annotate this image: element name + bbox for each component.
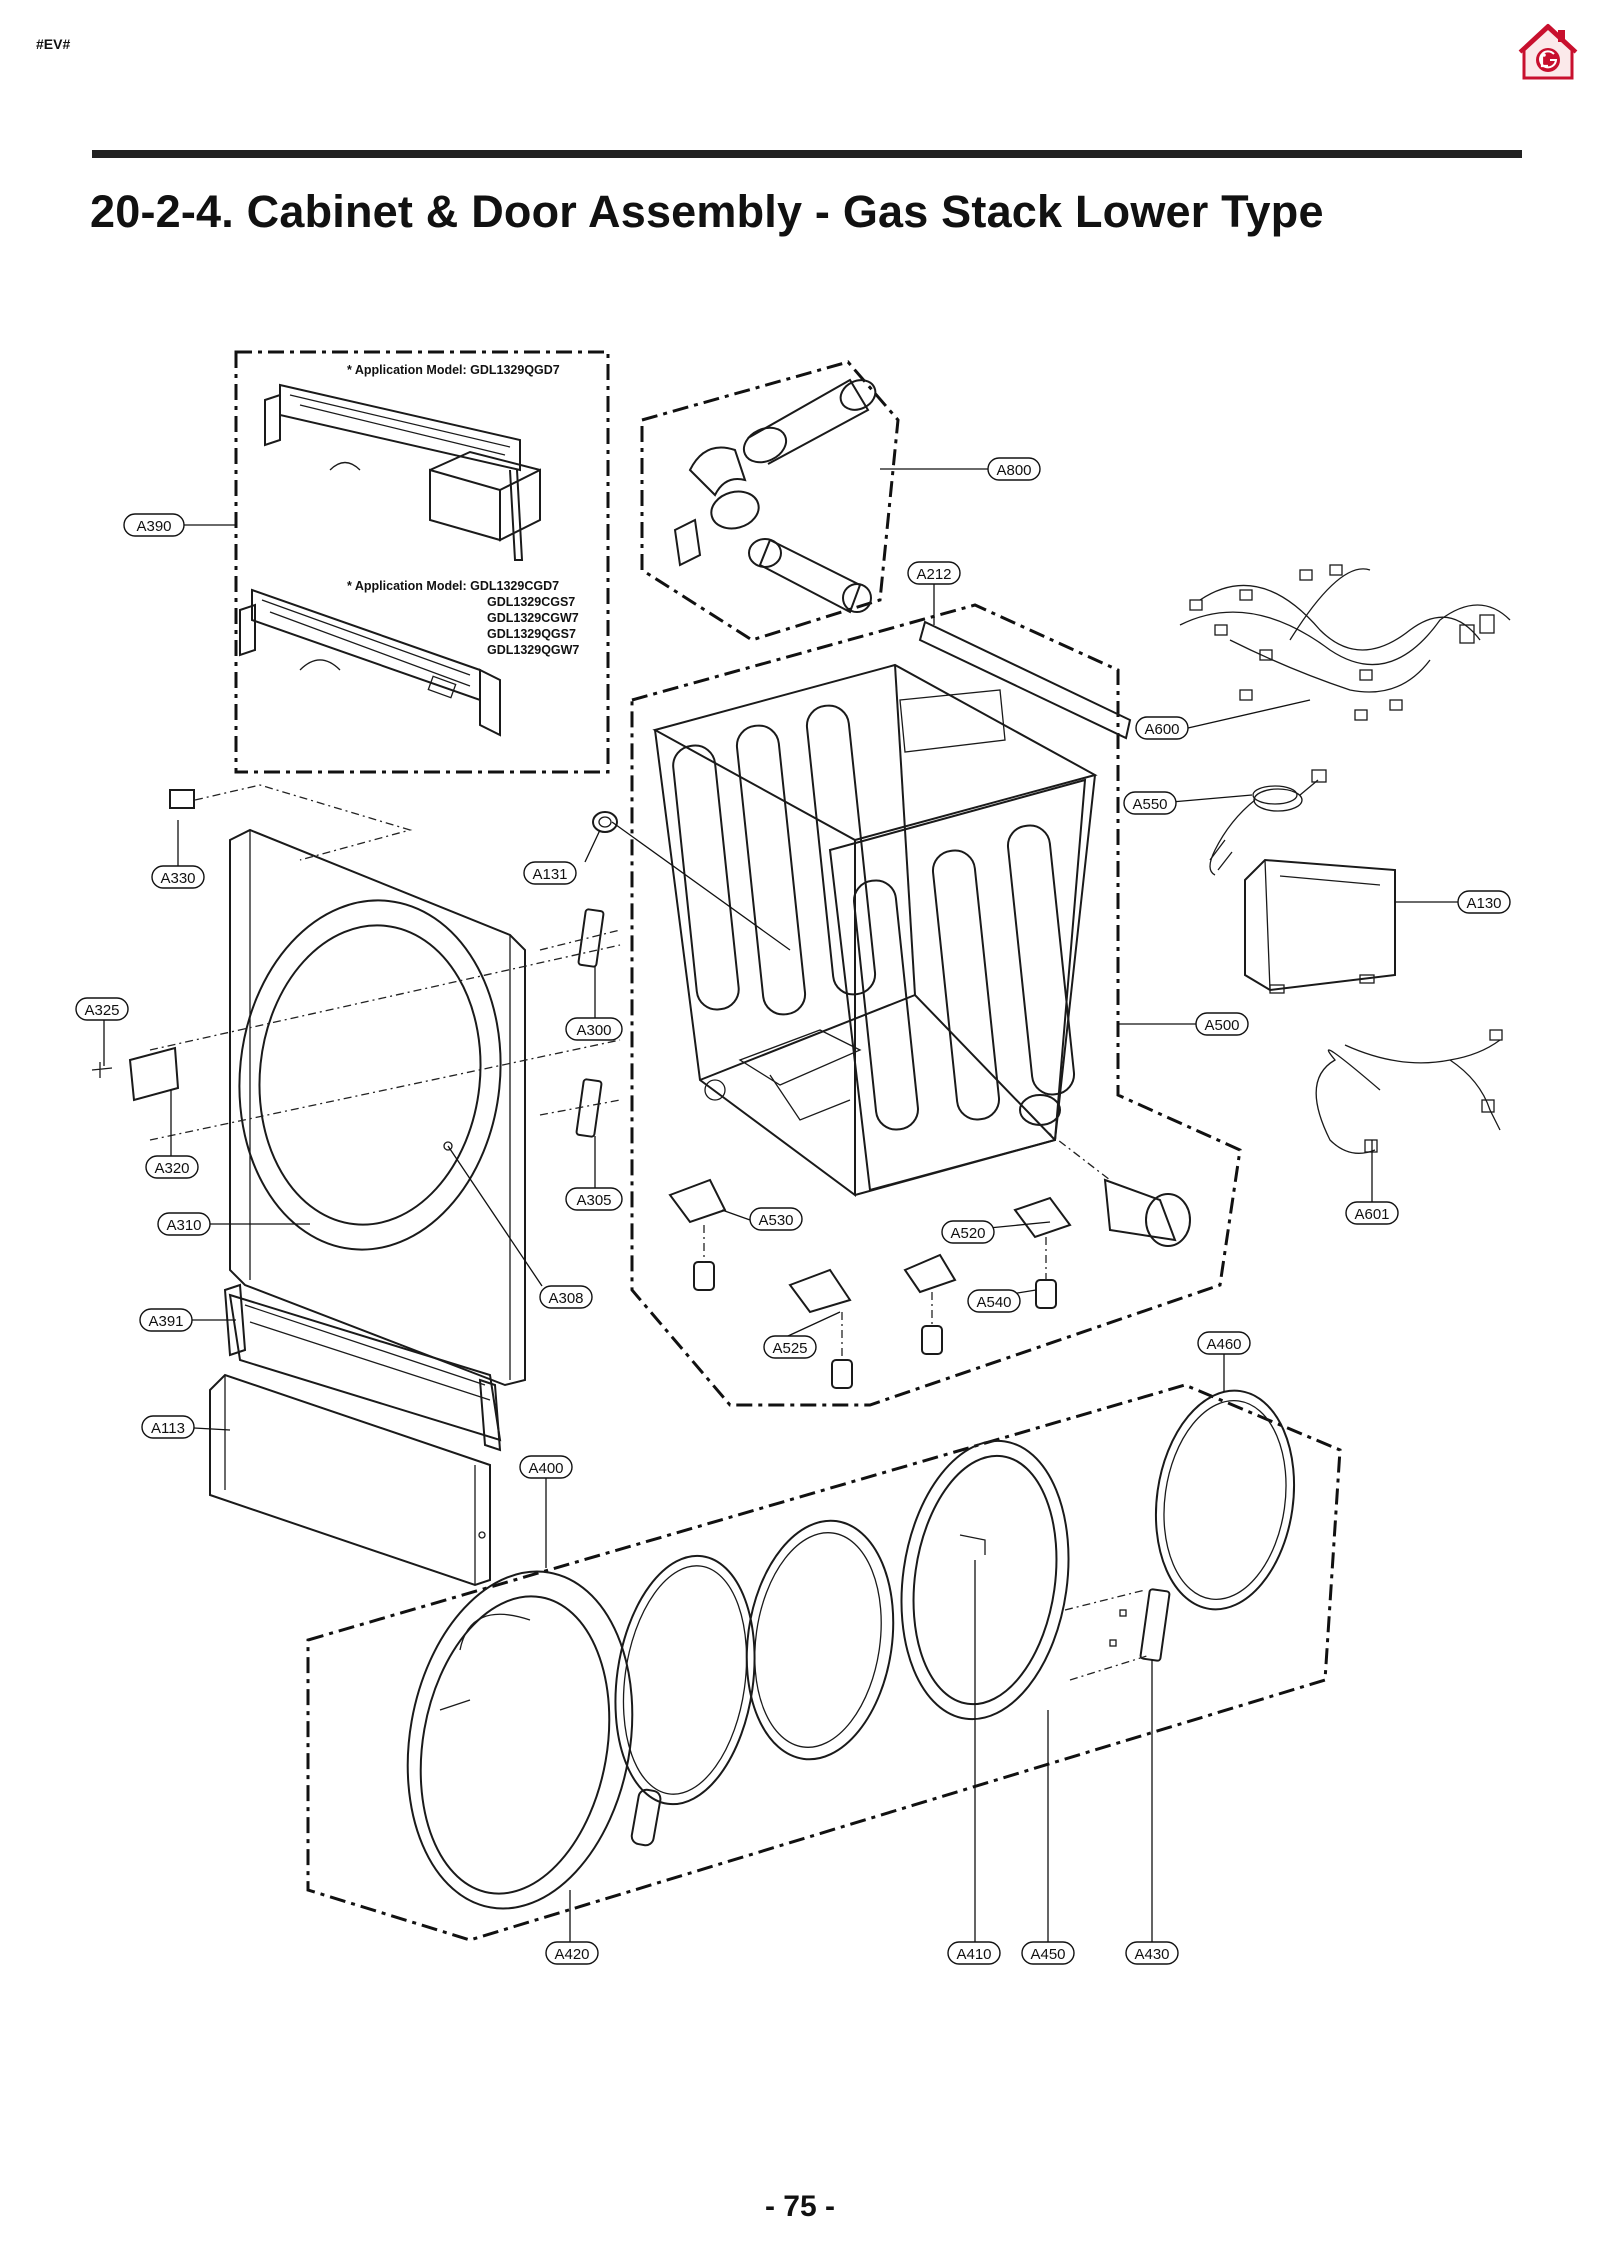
svg-text:A308: A308 [548,1290,583,1307]
svg-text:A391: A391 [148,1313,183,1330]
duct-kit-frame [640,360,900,642]
svg-text:A420: A420 [554,1946,589,1963]
svg-text:A460: A460 [1206,1336,1241,1353]
callout-a525: A525 [763,1335,817,1359]
rear-cover [1244,858,1396,994]
page-title: 20-2-4. Cabinet & Door Assembly - Gas St… [90,186,1324,237]
svg-text:A310: A310 [166,1217,201,1234]
svg-text:A800: A800 [996,462,1031,479]
svg-text:A390: A390 [136,518,171,535]
svg-text:A601: A601 [1354,1206,1389,1223]
callout-a308: A308 [539,1285,593,1309]
svg-text:A113: A113 [151,1420,185,1437]
callout-a391: A391 [139,1308,193,1332]
leveling-feet [668,1178,1072,1389]
svg-text:A525: A525 [772,1340,807,1357]
hinge-brackets [91,908,621,1141]
callout-a131: A131 [523,861,577,885]
page-number: - 75 - [764,2190,836,2223]
callout-a540: A540 [967,1289,1021,1313]
model-note-2-line5: GDL1329QGW7 [487,643,579,657]
callout-a400: A400 [519,1455,573,1479]
cabinet-body [652,663,1098,1197]
callout-a330: A330 [151,865,205,889]
callout-a305: A305 [565,1187,623,1211]
callout-a310: A310 [157,1212,211,1236]
callout-a130: A130 [1457,890,1511,914]
callout-a450: A450 [1021,1941,1075,1965]
svg-text:A330: A330 [160,870,195,887]
model-note-2-line3: GDL1329CGW7 [487,611,579,625]
model-note-2-line1: * Application Model: GDL1329CGD7 [347,579,559,593]
exhaust-pipe [1044,1129,1191,1247]
svg-text:A430: A430 [1134,1946,1169,1963]
callout-a325: A325 [75,997,129,1021]
callout-a430: A430 [1125,1941,1179,1965]
callout-tags: A390 A800 A212 A600 A550 A130 A330 A131 … [75,457,1511,1965]
header-tag: #EV# [36,36,71,52]
callout-a320: A320 [145,1155,199,1179]
svg-text:A325: A325 [84,1002,119,1019]
svg-text:A600: A600 [1144,721,1179,738]
top-rail [918,620,1132,740]
callout-a800: A800 [987,457,1041,481]
svg-text:A450: A450 [1030,1946,1065,1963]
a390-variants-frame [234,350,610,774]
door-assembly-frame [306,1383,1342,1942]
svg-text:A500: A500 [1204,1017,1239,1034]
drum-light-part [592,811,791,951]
callout-a530: A530 [749,1207,803,1231]
front-panel-assembly [169,784,526,1387]
callout-leaders [103,468,1458,1942]
callout-a410: A410 [947,1941,1001,1965]
callout-a520: A520 [941,1220,995,1244]
model-note-2-line2: GDL1329CGS7 [487,595,575,609]
svg-text:A400: A400 [528,1460,563,1477]
kick-plate [209,1373,491,1587]
svg-text:A540: A540 [976,1294,1011,1311]
svg-text:A520: A520 [950,1225,985,1242]
callout-a113: A113 [141,1415,195,1439]
callout-a420: A420 [545,1941,599,1965]
title-rule [92,150,1522,158]
control-bracket-lower [239,588,501,737]
door-parts [406,1389,1296,1910]
svg-text:A410: A410 [956,1946,991,1963]
power-cord [1209,769,1327,876]
lg-home-logo-icon [1518,24,1578,80]
svg-text:A320: A320 [154,1160,189,1177]
callout-a460: A460 [1197,1331,1251,1355]
duct-kit-parts [673,378,877,614]
callout-a212: A212 [907,561,961,585]
svg-text:A305: A305 [576,1192,611,1209]
svg-text:A550: A550 [1132,796,1167,813]
cabinet-frame [630,603,1242,1407]
callout-a500: A500 [1195,1012,1249,1036]
svg-text:A131: A131 [532,866,567,883]
callout-a300: A300 [565,1017,623,1041]
svg-text:A130: A130 [1466,895,1501,912]
callout-a390: A390 [123,513,185,537]
control-bracket-upper [264,383,541,561]
model-note-1: * Application Model: GDL1329QGD7 [347,363,560,377]
svg-text:A300: A300 [576,1022,611,1039]
lower-bracket [223,1283,502,1452]
svg-text:A212: A212 [916,566,951,583]
svg-text:A530: A530 [758,1212,793,1229]
callout-a550: A550 [1123,791,1177,815]
wire-harness [1179,564,1511,721]
model-note-2-line4: GDL1329QGS7 [487,627,576,641]
callout-a601: A601 [1345,1201,1399,1225]
callout-a600: A600 [1135,716,1189,740]
sub-harness [1315,1029,1503,1154]
